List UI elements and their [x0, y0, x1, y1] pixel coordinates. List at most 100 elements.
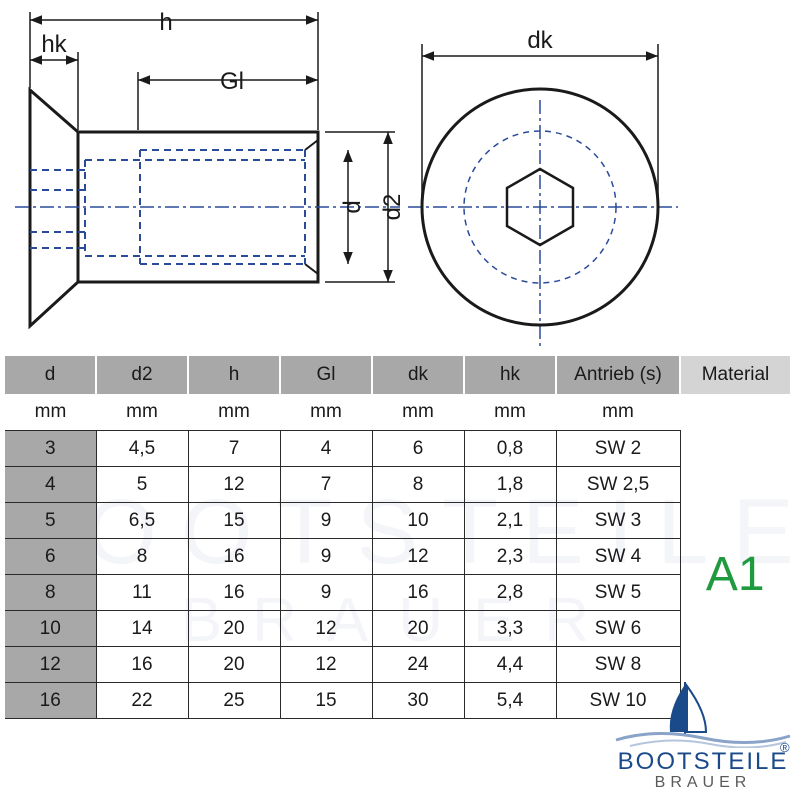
- size-cell: 10: [5, 610, 97, 647]
- table-cell: 3,3: [464, 610, 557, 647]
- table-cell: 5: [96, 466, 189, 503]
- table-cell: SW 6: [556, 610, 681, 647]
- table-cell: 6: [372, 430, 465, 467]
- size-cell: 5: [5, 502, 97, 539]
- header-gl: Gl: [280, 356, 373, 394]
- table-cell: 5,4: [464, 682, 557, 719]
- table-cell: SW 4: [556, 538, 681, 575]
- table-cell: 25: [188, 682, 281, 719]
- label-d2: d2: [379, 194, 406, 221]
- unit-cell: mm: [602, 401, 634, 422]
- dimension-table: d d2 h Gl dk hk Antrieb (s) Material mm …: [5, 356, 790, 719]
- table-cell: 9: [280, 502, 373, 539]
- header-d2: d2: [96, 356, 189, 394]
- table-cell: SW 5: [556, 574, 681, 611]
- header-material: Material: [680, 356, 790, 394]
- table-cell: 8: [372, 466, 465, 503]
- header-d: d: [5, 356, 97, 394]
- table-cell: 16: [188, 574, 281, 611]
- extension-lines: [29, 12, 395, 283]
- table-cell: 1,8: [464, 466, 557, 503]
- registered-mark: ®: [780, 740, 790, 755]
- table-cell: 12: [280, 610, 373, 647]
- table-cell: 10: [372, 502, 465, 539]
- unit-cell: [680, 394, 790, 431]
- table-cell: 14: [96, 610, 189, 647]
- size-cell: 6: [5, 538, 97, 575]
- unit-cell: mm: [218, 401, 250, 422]
- thread-hidden-circle: [463, 130, 617, 284]
- table-cell: 4: [280, 430, 373, 467]
- table-cell: 22: [96, 682, 189, 719]
- brand-name: BOOTSTEILE: [617, 748, 789, 775]
- header-drive: Antrieb (s): [556, 356, 681, 394]
- head-outer-circle: [420, 87, 660, 327]
- size-cell: 8: [5, 574, 97, 611]
- table-cell: 16: [188, 538, 281, 575]
- unit-cell: mm: [402, 401, 434, 422]
- table-cell: 12: [372, 538, 465, 575]
- table-cell: 4,4: [464, 646, 557, 683]
- table-cell: 20: [188, 646, 281, 683]
- label-gl: Gl: [220, 68, 244, 95]
- header-h: h: [188, 356, 281, 394]
- table-cell: SW 3: [556, 502, 681, 539]
- table-cell: SW 2,5: [556, 466, 681, 503]
- table-cell: 9: [280, 538, 373, 575]
- unit-cell: mm: [126, 401, 158, 422]
- dimension-lines: [30, 15, 393, 282]
- unit-cell: mm: [310, 401, 342, 422]
- table-cell: 15: [188, 502, 281, 539]
- table-cell: 7: [188, 430, 281, 467]
- unit-cell: mm: [494, 401, 526, 422]
- label-hk: hk: [41, 31, 67, 58]
- table-cell: 16: [372, 574, 465, 611]
- countersunk-head: [28, 86, 80, 330]
- size-cell: 12: [5, 646, 97, 683]
- brand-subname: BRAUER: [654, 774, 752, 791]
- size-cell: 16: [5, 682, 97, 719]
- table-cell: 0,8: [464, 430, 557, 467]
- header-dk: dk: [372, 356, 465, 394]
- table-cell: SW 10: [556, 682, 681, 719]
- table-cell: 15: [280, 682, 373, 719]
- material-value: A1: [705, 548, 765, 601]
- brand-logo: BOOTSTEILE ® BRAUER: [610, 676, 796, 794]
- table-cell: 7: [280, 466, 373, 503]
- technical-drawing: h hk Gl d d2 dk: [15, 9, 678, 350]
- table-cell: SW 2: [556, 430, 681, 467]
- table-cell: 4,5: [96, 430, 189, 467]
- screw-top-view: [408, 44, 678, 350]
- table-cell: 9: [280, 574, 373, 611]
- table-cell: 24: [372, 646, 465, 683]
- label-d: d: [339, 200, 366, 213]
- table-cell: 30: [372, 682, 465, 719]
- hex-socket: [505, 167, 575, 247]
- table-cell: 2,8: [464, 574, 557, 611]
- label-h: h: [159, 9, 172, 36]
- table-cell: 16: [96, 646, 189, 683]
- size-cell: 3: [5, 430, 97, 467]
- table-cell: 20: [188, 610, 281, 647]
- header-hk: hk: [464, 356, 557, 394]
- size-cell: 4: [5, 466, 97, 503]
- table-cell: 2,3: [464, 538, 557, 575]
- table-cell: 12: [188, 466, 281, 503]
- label-dk: dk: [527, 27, 553, 54]
- table-cell: 11: [96, 574, 189, 611]
- table-cell: 6,5: [96, 502, 189, 539]
- table-cell: 12: [280, 646, 373, 683]
- table-cell: 2,1: [464, 502, 557, 539]
- screw-side-view: [28, 86, 320, 330]
- table-cell: 20: [372, 610, 465, 647]
- unit-cell: mm: [34, 401, 67, 422]
- table-header-row: d d2 h Gl dk hk Antrieb (s) Material: [5, 356, 790, 394]
- sailboat-icon: [615, 682, 791, 749]
